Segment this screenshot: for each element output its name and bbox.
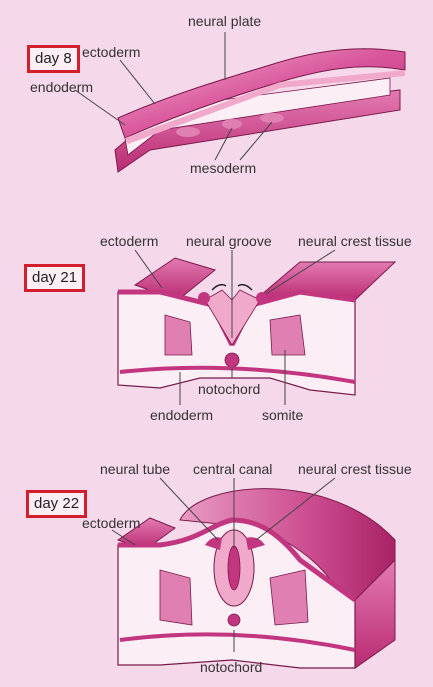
arrow [238, 285, 252, 290]
arrow [212, 285, 226, 290]
mesoderm-blob [222, 119, 242, 129]
somite-left-day22 [160, 570, 192, 625]
leader-line [120, 60, 155, 104]
label-ectoderm-day21: ectoderm [100, 233, 158, 249]
label-neural-groove: neural groove [186, 233, 272, 249]
label-endoderm-day8: endoderm [30, 79, 93, 95]
label-neural-plate: neural plate [188, 13, 261, 29]
label-ectoderm-day8: ectoderm [82, 44, 140, 60]
somite-right-day22 [270, 570, 308, 625]
central-canal [228, 546, 240, 590]
notochord-day21 [225, 353, 239, 367]
label-somite: somite [262, 407, 303, 423]
label-endoderm-day21: endoderm [150, 407, 213, 423]
mesoderm-blob [260, 113, 284, 123]
day-21-panel: ectoderm neural groove neural crest tiss… [100, 233, 412, 423]
label-ectoderm-day22: ectoderm [82, 515, 140, 531]
mesoderm-blob [176, 127, 200, 137]
neural-crest-blob [198, 292, 210, 304]
label-central-canal: central canal [193, 461, 272, 477]
label-neural-crest-day22: neural crest tissue [298, 461, 412, 477]
label-notochord-day22: notochord [200, 659, 262, 675]
label-mesoderm: mesoderm [190, 160, 256, 176]
day-8-panel: neural plate ectoderm endoderm mesoderm [30, 13, 405, 176]
day-22-panel: neural tube central canal neural crest t… [82, 461, 412, 675]
label-notochord-day21: notochord [198, 381, 260, 397]
leader-line [75, 90, 125, 125]
label-neural-crest-day21: neural crest tissue [298, 233, 412, 249]
somite-right [270, 315, 305, 355]
notochord-day22 [228, 614, 240, 626]
label-neural-tube: neural tube [100, 461, 170, 477]
